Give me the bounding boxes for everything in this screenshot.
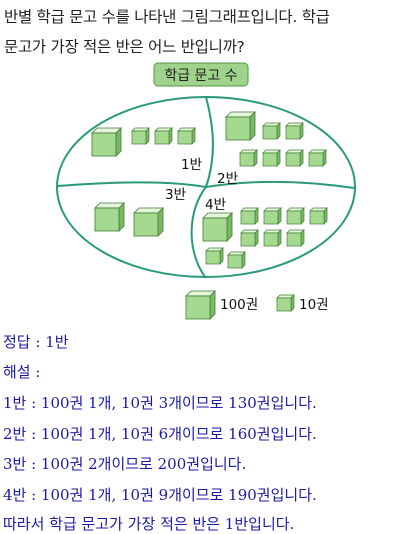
divider-2-4 — [205, 180, 355, 189]
book-10 — [285, 149, 304, 167]
section-label-1: 1반 — [181, 157, 202, 173]
divider-1-3 — [56, 181, 207, 188]
book-10 — [286, 207, 305, 225]
question-line-1: 반별 학급 문고 수를 나타낸 그림그래프입니다. 학급 — [4, 8, 330, 26]
graph-title-box — [153, 62, 249, 87]
book-10 — [177, 127, 196, 145]
section-4-books — [202, 207, 328, 269]
book-10 — [154, 127, 173, 145]
book-10 — [131, 127, 150, 145]
legend-label-10: 10권 — [299, 297, 329, 313]
book-10 — [227, 251, 246, 269]
legend-label-100: 100권 — [220, 297, 258, 313]
divider-3-4 — [190, 186, 207, 278]
question-line-2: 문고가 가장 적은 반은 어느 반입니까? — [4, 38, 245, 56]
explanation-line-4: 4반 : 100권 1개, 10권 9개이므로 190권입니다. — [3, 486, 317, 504]
section-3-books — [94, 202, 164, 237]
section-label-2: 2반 — [217, 171, 238, 187]
section-1-books — [91, 127, 196, 157]
book-10 — [308, 149, 327, 167]
book-100 — [202, 212, 233, 242]
book-10 — [263, 207, 282, 225]
book-100 — [133, 207, 164, 237]
picture-graph: 학급 문고 수 1반 2반 3반 4반 — [56, 62, 356, 320]
book-10 — [309, 207, 328, 225]
legend-book-10-icon — [276, 294, 295, 312]
section-label-4: 4반 — [205, 197, 226, 213]
book-10 — [262, 122, 281, 140]
book-10 — [285, 122, 304, 140]
answer-line: 정답 : 1반 — [3, 333, 69, 351]
legend-book-100-icon — [185, 290, 216, 320]
explanation-line-5: 따라서 학급 문고가 가장 적은 반은 1반입니다. — [3, 515, 295, 533]
section-label-3: 3반 — [165, 187, 186, 203]
section-2-books — [225, 111, 327, 167]
divider-1-2 — [205, 96, 214, 188]
legend: 100권 10권 — [185, 290, 329, 320]
question-text: 반별 학급 문고 수를 나타낸 그림그래프입니다. 학급 문고가 가장 적은 반… — [4, 2, 398, 62]
book-100 — [94, 202, 125, 232]
book-10 — [239, 149, 258, 167]
book-10 — [240, 207, 259, 225]
book-100 — [225, 111, 256, 141]
explanation-label: 해설 : — [3, 363, 41, 381]
graph-title: 학급 문고 수 — [164, 68, 237, 84]
explanation-line-1: 1반 : 100권 1개, 10권 3개이므로 130권입니다. — [3, 394, 317, 412]
explanation-line-3: 3반 : 100권 2개이므로 200권입니다. — [3, 455, 247, 473]
book-100 — [91, 127, 122, 157]
book-10 — [240, 229, 259, 247]
book-10 — [205, 247, 224, 265]
book-10 — [286, 229, 305, 247]
explanation-line-2: 2반 : 100권 1개, 10권 6개이므로 160권입니다. — [3, 425, 317, 443]
book-10 — [263, 229, 282, 247]
book-10 — [262, 149, 281, 167]
